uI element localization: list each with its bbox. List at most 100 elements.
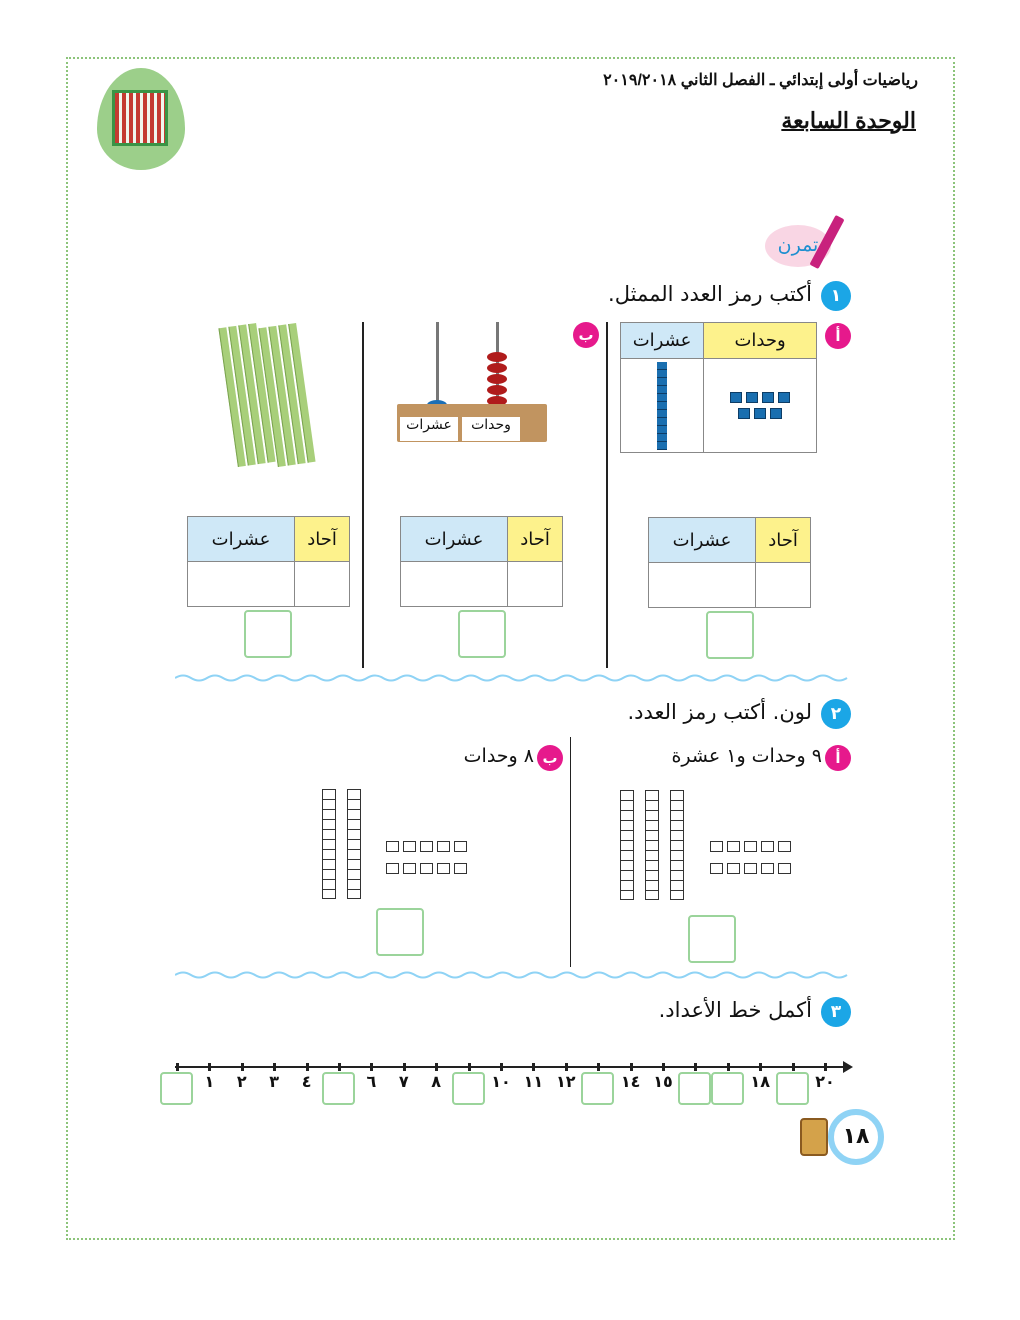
tens-input[interactable] [186,561,296,607]
tens-header: عشرات [186,516,296,562]
part-b-label: ب [537,745,563,771]
question-1-text: أكتب رمز العدد الممثل. [608,282,812,306]
tens-input[interactable] [399,561,509,607]
tens-input[interactable] [647,562,757,608]
ten-rods [322,789,361,899]
ones-header: آحاد [294,516,350,562]
number-line-label: ١١ [523,1072,544,1091]
abacus-rod-tens [436,322,439,402]
page-subtitle: رياضيات أولى إبتدائي ـ الفصل الثاني ٢٠١٩… [603,72,918,89]
number-line-tick [662,1063,665,1071]
number-line-tick [273,1063,277,1071]
number-line-tick [500,1063,503,1071]
number-line-tick [791,1063,795,1071]
number-line-tick [467,1063,471,1071]
number-line-label: ٨ [431,1072,442,1091]
unit-cubes [720,390,800,422]
part-a-text: ٩ وحدات و١ عشرة [671,745,822,767]
tens-header: عشرات [619,322,705,359]
question-2-text: لون. أكتب رمز العدد. [627,700,812,724]
number-line-label: ٣ [269,1072,280,1091]
question-1-number: ١ [821,281,851,311]
number-line-blank[interactable] [451,1072,485,1105]
number-line-tick [305,1063,309,1071]
answer-box[interactable] [706,611,754,659]
number-line-tick [564,1063,568,1071]
abacus-ones-label: وحدات [462,417,520,441]
part-b-text: ٨ وحدات [463,745,534,767]
number-line-blank[interactable] [322,1072,355,1105]
ones-input[interactable] [294,561,350,607]
number-line-tick [759,1063,763,1071]
number-line-tick [824,1063,827,1071]
tens-header: عشرات [647,517,757,563]
answer-box[interactable] [376,908,424,956]
number-line-blank[interactable] [678,1072,712,1105]
number-line-label: ١٥ [653,1072,673,1091]
number-line-tick [370,1063,374,1071]
number-line-tick [402,1063,406,1071]
number-line-tick [208,1063,212,1071]
number-line-tick [532,1063,536,1071]
part-a-label: أ [825,323,851,349]
page-border [66,57,955,1240]
number-line-tick [176,1063,179,1071]
qr-code [112,90,168,146]
ones-input[interactable] [755,562,811,608]
arrow-icon [843,1061,853,1073]
number-line-label: ١٠ [491,1072,511,1091]
wavy-divider [175,674,848,682]
number-line-label: ١٤ [620,1072,641,1091]
unit-title: الوحدة السابعة [781,108,916,133]
number-line-blank[interactable] [581,1072,615,1105]
answer-box[interactable] [458,610,506,658]
part-b-label: ب [573,322,599,348]
part-a-label: أ [825,745,851,771]
abacus-tens-label: عشرات [400,417,458,441]
number-line-tick [726,1063,730,1071]
answer-box[interactable] [244,610,292,658]
page-number: ١٨ [828,1109,884,1165]
question-3-text: أكمل خط الأعداد. [658,998,812,1022]
number-line-label: ١ [204,1072,215,1091]
number-line-tick [694,1063,698,1071]
number-line-tick [597,1063,601,1071]
number-line [175,1066,845,1068]
robot-icon [800,1118,828,1156]
number-line-tick [338,1063,341,1071]
divider [570,737,571,967]
number-line-label: ٢ [236,1072,247,1091]
divider [362,322,364,668]
exercise-badge: تمرن [765,225,831,267]
divider [606,322,608,668]
number-line-label: ٢٠ [815,1072,835,1091]
ones-beads [487,352,507,406]
ones-input[interactable] [507,561,563,607]
question-3-number: ٣ [821,997,851,1027]
tens-cell [619,358,705,453]
ten-rods [620,790,684,900]
number-line-tick [629,1063,633,1071]
ones-header: آحاد [755,517,811,563]
ten-rod [657,361,668,450]
number-line-blank[interactable] [775,1072,809,1105]
answer-box[interactable] [688,915,736,963]
ones-header: آحاد [507,516,563,562]
wavy-divider [175,971,848,979]
abacus-rod-ones [496,322,499,402]
number-line-label: ١٢ [556,1072,576,1091]
number-line-blank[interactable] [710,1072,744,1105]
tens-header: عشرات [399,516,509,562]
number-line-blank[interactable] [160,1072,193,1105]
number-line-label: ٤ [301,1072,312,1091]
number-line-tick [240,1063,244,1071]
unit-cubes [708,836,808,880]
number-line-label: ٧ [398,1072,409,1091]
number-line-label: ٦ [366,1072,377,1091]
ones-header: وحدات [703,322,817,359]
number-line-tick [435,1063,439,1071]
number-line-label: ١٨ [750,1072,770,1091]
